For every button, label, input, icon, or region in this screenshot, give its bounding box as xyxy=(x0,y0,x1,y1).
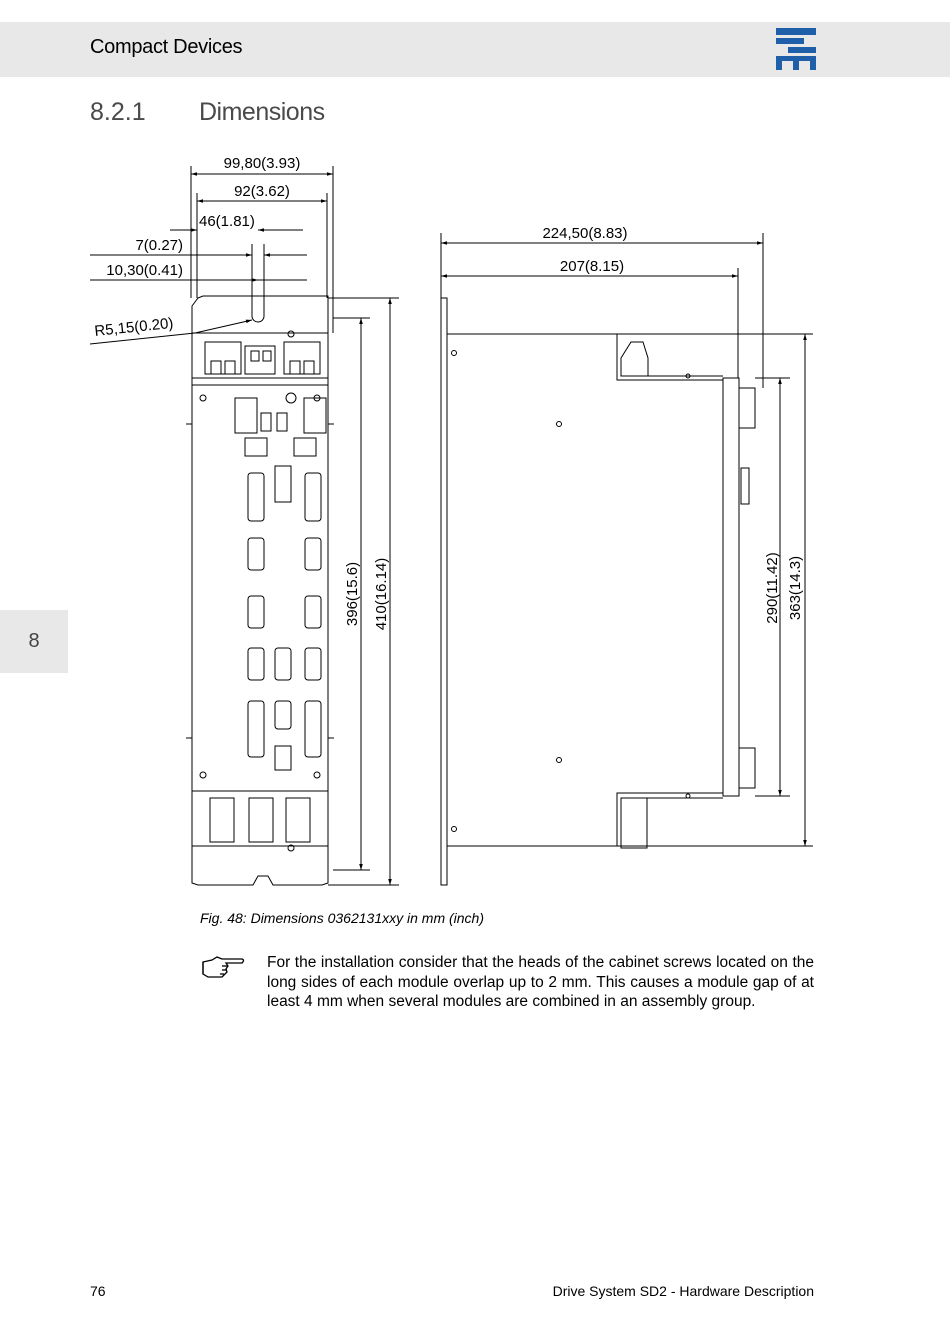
side-view xyxy=(440,297,756,886)
dim-410: 410(16.14) xyxy=(373,558,390,631)
dim-7: 7(0.27) xyxy=(135,237,183,254)
dim-290: 290(11.42) xyxy=(764,552,781,623)
dim-396: 396(15.6) xyxy=(344,562,361,626)
dim-10-30: 10,30(0.41) xyxy=(106,262,183,279)
side-view-dimensions: 224,50(8.83) 207(8.15) 290(11.42) 363(14… xyxy=(440,225,813,847)
section-title: Dimensions xyxy=(199,98,325,126)
figure-caption: Fig. 48: Dimensions 0362131xxy in mm (in… xyxy=(200,910,485,926)
pointing-hand-icon xyxy=(202,956,245,978)
dim-363: 363(14.3) xyxy=(787,556,804,620)
chapter-tab: 8 xyxy=(0,610,68,673)
front-view-dimensions: 99,80(3.93) 92(3.62) 46(1.81) 7(0.27) 10… xyxy=(89,155,399,886)
footer-page-number: 76 xyxy=(90,1283,106,1299)
company-logo xyxy=(776,28,816,70)
dim-46: 46(1.81) xyxy=(199,213,255,230)
dim-224-50: 224,50(8.83) xyxy=(542,225,627,242)
dim-207: 207(8.15) xyxy=(560,258,624,275)
dim-99-80: 99,80(3.93) xyxy=(224,155,301,172)
page-header-title: Compact Devices xyxy=(90,36,243,58)
dimension-drawing: 99,80(3.93) 92(3.62) 46(1.81) 7(0.27) 10… xyxy=(89,155,813,886)
front-view xyxy=(186,295,334,886)
section-number: 8.2.1 xyxy=(90,98,146,126)
footer-document-title: Drive System SD2 - Hardware Description xyxy=(552,1283,814,1299)
installation-note: For the installation consider that the h… xyxy=(267,954,814,1010)
dim-92: 92(3.62) xyxy=(234,183,290,200)
